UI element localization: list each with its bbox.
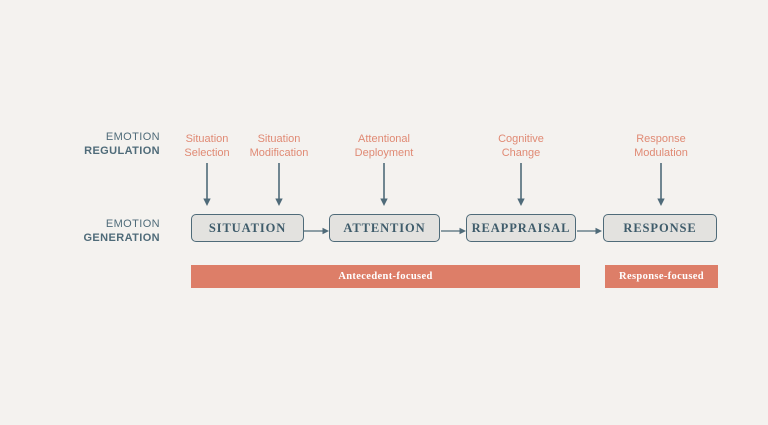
strategy-label-cognitive-change: Cognitive Change (498, 132, 544, 161)
process-box-label: ATTENTION (343, 220, 426, 235)
arrow-down-icon-situation-selection (203, 163, 212, 207)
strategy-line1: Situation (257, 133, 301, 145)
process-box-situation[interactable]: SITUATION (191, 214, 304, 242)
arrow-right-icon-attention-to-reappraisal (441, 223, 467, 235)
arrow-right-icon-situation-to-attention (304, 223, 330, 235)
strategy-label-situation-modification: Situation Modification (250, 132, 309, 161)
arrow-right-icon-reappraisal-to-response (577, 223, 603, 235)
strategy-line1: Response (636, 133, 686, 145)
arrow-down-icon-cognitive-change (517, 163, 526, 207)
focus-bar-antecedent-focused: Antecedent-focused (191, 265, 580, 288)
row-label-line1: EMOTION (105, 131, 160, 143)
strategy-line2: Modification (249, 147, 309, 160)
process-box-reappraisal[interactable]: REAPPRAISAL (466, 214, 576, 242)
row-label-line2: GENERATION (83, 231, 160, 244)
row-label-emotion-regulation: EMOTION REGULATION (10, 131, 160, 159)
row-label-line1: EMOTION (105, 218, 160, 230)
process-box-label: SITUATION (208, 220, 287, 235)
arrow-down-icon-attentional-deployment (380, 163, 389, 207)
strategy-line1: Attentional (358, 133, 410, 145)
strategy-line2: Deployment (354, 147, 414, 160)
focus-bar-label: Response-focused (619, 271, 704, 282)
arrow-down-icon-response-modulation (657, 163, 666, 207)
strategy-label-situation-selection: Situation Selection (184, 132, 229, 161)
process-box-label: REAPPRAISAL (471, 220, 571, 235)
strategy-line1: Situation (185, 133, 229, 145)
strategy-line2: Selection (184, 147, 230, 160)
row-label-line2: REGULATION (84, 144, 160, 157)
strategy-line1: Cognitive (498, 133, 544, 145)
focus-bar-label: Antecedent-focused (338, 271, 433, 282)
strategy-label-attentional-deployment: Attentional Deployment (355, 132, 414, 161)
strategy-label-response-modulation: Response Modulation (634, 132, 688, 161)
strategy-line2: Change (501, 147, 541, 160)
process-box-attention[interactable]: ATTENTION (329, 214, 440, 242)
strategy-line2: Modulation (634, 147, 688, 160)
process-box-label: RESPONSE (623, 220, 697, 235)
process-box-response[interactable]: RESPONSE (603, 214, 717, 242)
focus-bar-response-focused: Response-focused (605, 265, 718, 288)
arrow-down-icon-situation-modification (275, 163, 284, 207)
row-label-emotion-generation: EMOTION GENERATION (10, 218, 160, 246)
